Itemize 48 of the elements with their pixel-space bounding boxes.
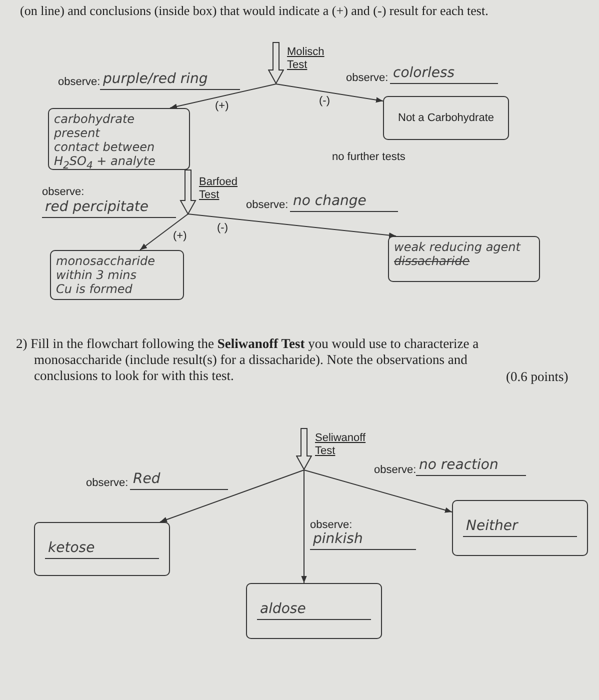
- handwritten-text: Cu is formed: [56, 282, 134, 296]
- fill-in-line: colorless: [390, 64, 498, 84]
- fill-in-line: no change: [290, 192, 398, 212]
- prompt-text: observe:: [86, 477, 128, 490]
- conclusion-box: [246, 583, 382, 639]
- note-text: no further tests: [332, 151, 406, 164]
- test-name: Molisch Test: [276, 46, 324, 84]
- test-name: Barfoed Test: [188, 176, 238, 214]
- conclusion-box: [50, 250, 184, 300]
- arrow: [188, 214, 396, 238]
- arrow: [304, 470, 452, 513]
- conclusion-box: Not a Carbohydrate: [383, 96, 509, 140]
- edge-label: (-): [318, 95, 331, 107]
- points-text: (0.6 points): [506, 369, 568, 385]
- prompt-text: observe:: [374, 464, 416, 477]
- handwritten-text: dissacharide: [394, 254, 471, 268]
- fill-in-line: Red: [130, 470, 228, 490]
- fill-in-line: purple/red ring: [100, 70, 240, 90]
- conclusion-box: [48, 108, 190, 170]
- prompt-text: observe:: [42, 186, 84, 199]
- fill-in-line: red percipitate: [42, 198, 176, 218]
- arrow: [276, 84, 384, 103]
- fill-in-line: no reaction: [416, 456, 526, 476]
- handwritten-text: monosaccharide within 3 mins: [56, 254, 156, 282]
- arrow: [170, 84, 276, 110]
- block-arrow: [180, 170, 196, 216]
- arrow: [160, 470, 304, 522]
- fill-in-line: Neither: [463, 517, 577, 537]
- fill-in-line: aldose: [257, 600, 371, 620]
- conclusion-box: [452, 500, 588, 556]
- handwritten-text: contact between H$_{2}$SO$_{4}$ + analyte: [54, 140, 156, 174]
- prompt-text: observe:: [310, 519, 352, 532]
- arrow: [301, 470, 307, 584]
- prompt-text: observe:: [346, 72, 388, 85]
- edge-label: (+): [214, 100, 230, 112]
- conclusion-box: [34, 522, 170, 576]
- instruction-text: (on line) and conclusions (inside box) that would indicate a (+) and (-) result for each test.: [20, 3, 488, 19]
- test-name: Seliwanoff Test: [304, 432, 366, 470]
- fill-in-line: ketose: [45, 539, 159, 559]
- question-text: 2) Fill in the flowchart following the Seliwanoff Test you would use to characterize a monosaccharide (include result(s) for a dissacharide). Note the observations and conclusions to look for with this test.: [16, 336, 480, 384]
- handwritten-text: weak reducing agent: [394, 240, 522, 254]
- prompt-text: observe:: [246, 199, 288, 212]
- edge-label: (+): [172, 230, 188, 242]
- fill-in-line: pinkish: [310, 530, 416, 550]
- conclusion-box: [388, 236, 540, 282]
- arrow: [140, 214, 188, 250]
- edge-label: (-): [216, 222, 229, 234]
- prompt-text: observe:: [58, 76, 100, 89]
